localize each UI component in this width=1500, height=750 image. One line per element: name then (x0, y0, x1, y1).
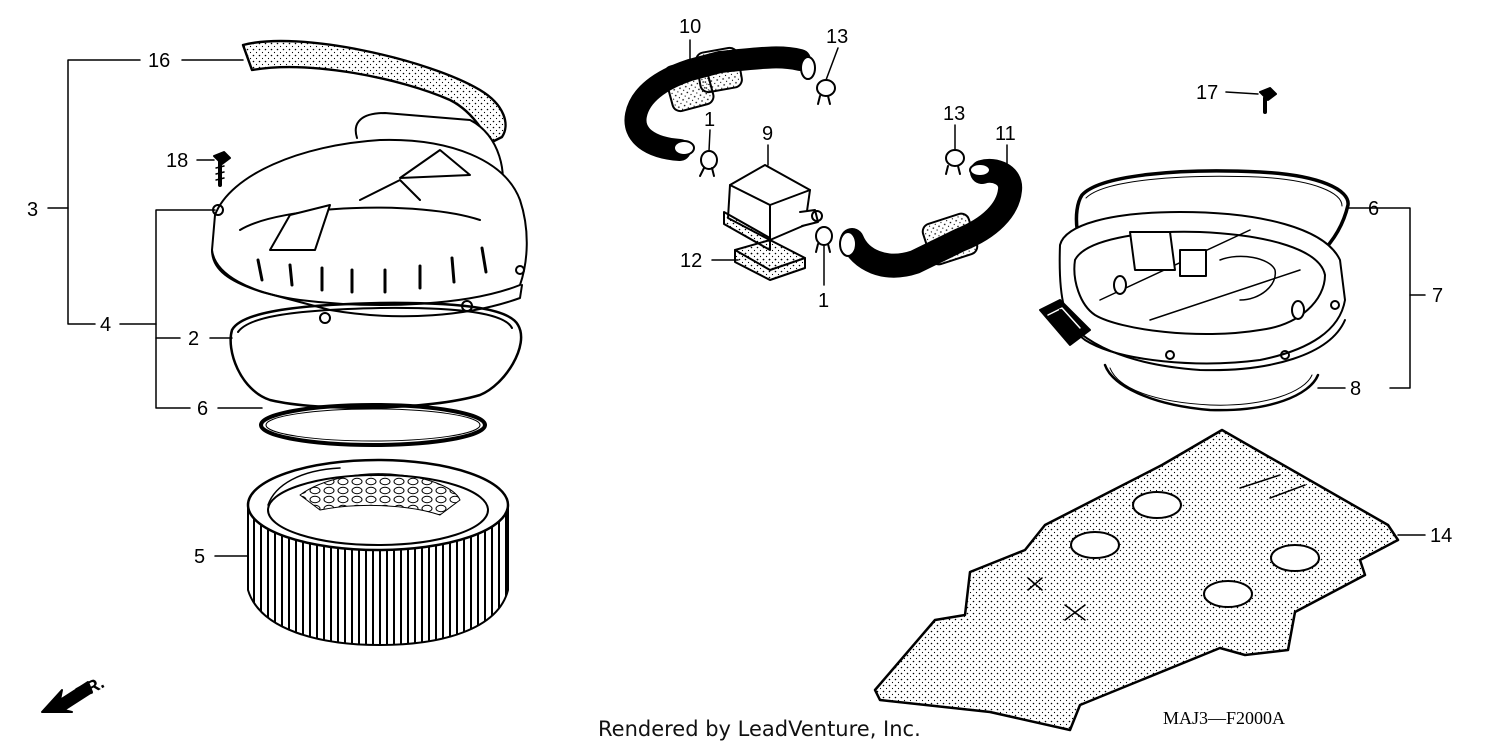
gasket-part-8 (1103, 363, 1320, 412)
callout-13-right: 13 (943, 103, 965, 125)
floor-plate-part-14 (873, 428, 1400, 732)
hose-clamp-part-13-right (945, 149, 965, 175)
callout-18: 18 (166, 150, 188, 172)
callout-11: 11 (995, 123, 1016, 145)
callout-numbers: 16 3 18 4 2 6 5 10 13 1 9 12 1 13 11 17 … (27, 16, 1452, 704)
callout-6-right: 6 (1368, 198, 1379, 220)
check-valve-part-9 (723, 164, 823, 251)
footer-credit: Rendered by LeadVenture, Inc. (598, 717, 921, 741)
air-cleaner-cover-part-4 (211, 112, 528, 324)
o-ring-part-6-left (259, 403, 487, 447)
callout-6-left: 6 (197, 398, 208, 420)
hose-clamp-part-13-top (816, 79, 836, 105)
callout-1-top: 1 (704, 109, 715, 131)
callout-9: 9 (762, 123, 773, 145)
callout-13-top: 13 (826, 26, 848, 48)
seal-strip-part-16 (241, 39, 507, 145)
callout-14: 14 (1430, 525, 1452, 547)
callout-17: 17 (1196, 82, 1218, 104)
front-direction-arrow (41, 681, 93, 713)
callout-3: 3 (27, 199, 38, 221)
air-filter-element-part-5 (246, 458, 510, 646)
leader-lines (47, 39, 1426, 557)
callout-2: 2 (188, 328, 199, 350)
breather-hose-part-11 (839, 159, 1023, 278)
bolt-part-18 (213, 151, 231, 187)
breather-hose-part-10 (624, 46, 816, 161)
callout-16: 16 (148, 50, 170, 72)
callout-1-bottom: 1 (818, 290, 829, 312)
callout-5: 5 (194, 546, 205, 568)
callout-12: 12 (680, 250, 702, 272)
air-cleaner-case-part-7 (1039, 211, 1346, 372)
bolt-part-17 (1259, 87, 1277, 114)
callout-10: 10 (679, 16, 701, 38)
filter-pad-part-12 (734, 239, 806, 281)
diagram-code: MAJ3—F2000A (1163, 708, 1286, 728)
hose-clamp-part-1-top (699, 150, 718, 177)
callout-8: 8 (1350, 378, 1361, 400)
callout-7: 7 (1432, 285, 1443, 307)
gasket-part-2 (229, 301, 523, 410)
callout-4: 4 (100, 314, 111, 336)
hose-clamp-part-1-bottom (815, 226, 833, 253)
